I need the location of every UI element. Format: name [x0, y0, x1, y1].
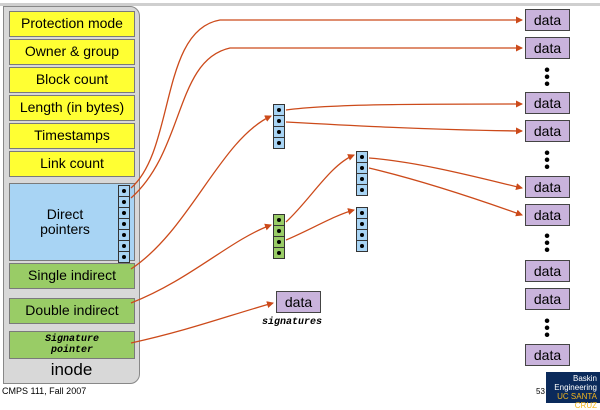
length-field: Length (in bytes): [9, 95, 135, 121]
pointer-slot: [274, 215, 284, 226]
arrow-second-level-to-data: [368, 167, 523, 217]
double-indirect-field: Double indirect: [9, 298, 135, 324]
data-block: data: [525, 288, 570, 310]
arrow-indirect-to-data: [285, 100, 523, 111]
link-count-field: Link count: [9, 151, 135, 177]
data-block: data: [525, 344, 570, 366]
arrow-double-to-block: [130, 223, 272, 304]
ellipsis-icon: •••: [544, 62, 550, 93]
ellipsis-icon: •••: [544, 313, 550, 344]
signature-data-block: data: [276, 291, 321, 313]
pointer-slot: [274, 226, 284, 237]
arrow-signature-to-data: [130, 301, 274, 344]
arrow-single-to-indirect: [130, 115, 272, 270]
pointer-slot: [357, 152, 367, 163]
direct-pointers-field: Direct pointers: [9, 183, 135, 261]
second-level-indirect-block: [356, 207, 368, 252]
pointer-slot: [119, 186, 129, 197]
single-indirect-block: [273, 104, 285, 149]
pointer-slot: [274, 116, 284, 127]
pointer-slot: [357, 241, 367, 251]
pointer-slot: [274, 248, 284, 258]
pointer-slot: [274, 138, 284, 148]
pointer-slot: [274, 237, 284, 248]
direct-pointers-label: Direct pointers: [40, 205, 90, 237]
pointer-slot: [357, 163, 367, 174]
data-block: data: [525, 204, 570, 226]
arrow-direct-to-data: [130, 44, 523, 199]
second-level-indirect-block: [356, 151, 368, 196]
pointer-slot: [357, 219, 367, 230]
direct-pointer-array: [118, 185, 130, 263]
data-block: data: [525, 37, 570, 59]
pointer-slot: [274, 105, 284, 116]
inode-structure: Protection mode Owner & group Block coun…: [3, 6, 140, 384]
signature-pointer-field: Signature pointer: [9, 331, 135, 359]
block-count-field: Block count: [9, 67, 135, 93]
top-rule: [0, 3, 600, 6]
inode-title: inode: [50, 360, 93, 379]
page-number: 53: [536, 387, 545, 396]
arrow-indirect-to-data: [285, 121, 523, 135]
single-indirect-field: Single indirect: [9, 263, 135, 289]
timestamps-field: Timestamps: [9, 123, 135, 149]
pointer-slot: [119, 208, 129, 219]
ellipsis-icon: •••: [544, 228, 550, 259]
pointer-slot: [357, 174, 367, 185]
pointer-slot: [119, 252, 129, 262]
pointer-slot: [119, 230, 129, 241]
arrow-second-level-to-data: [368, 157, 523, 191]
arrow-block-to-second-level: [285, 208, 355, 241]
data-block: data: [525, 120, 570, 142]
protection-mode-field: Protection mode: [9, 11, 135, 37]
owner-group-field: Owner & group: [9, 39, 135, 65]
pointer-slot: [274, 127, 284, 138]
pointer-slot: [119, 219, 129, 230]
pointer-slot: [119, 197, 129, 208]
pointer-slot: [357, 185, 367, 195]
data-block: data: [525, 92, 570, 114]
signatures-caption: signatures: [262, 317, 323, 328]
pointer-slot: [119, 241, 129, 252]
data-block: data: [525, 176, 570, 198]
baskin-engineering-logo: Baskin Engineering UC SANTA CRUZ: [546, 372, 600, 410]
pointer-slot: [357, 230, 367, 241]
course-footer: CMPS 111, Fall 2007: [2, 386, 87, 396]
ellipsis-icon: •••: [544, 145, 550, 176]
arrow-direct-to-data: [130, 16, 523, 189]
pointer-slot: [357, 208, 367, 219]
data-block: data: [525, 260, 570, 282]
data-block: data: [525, 9, 570, 31]
arrow-block-to-second-level: [285, 154, 355, 223]
double-indirect-block: [273, 214, 285, 259]
